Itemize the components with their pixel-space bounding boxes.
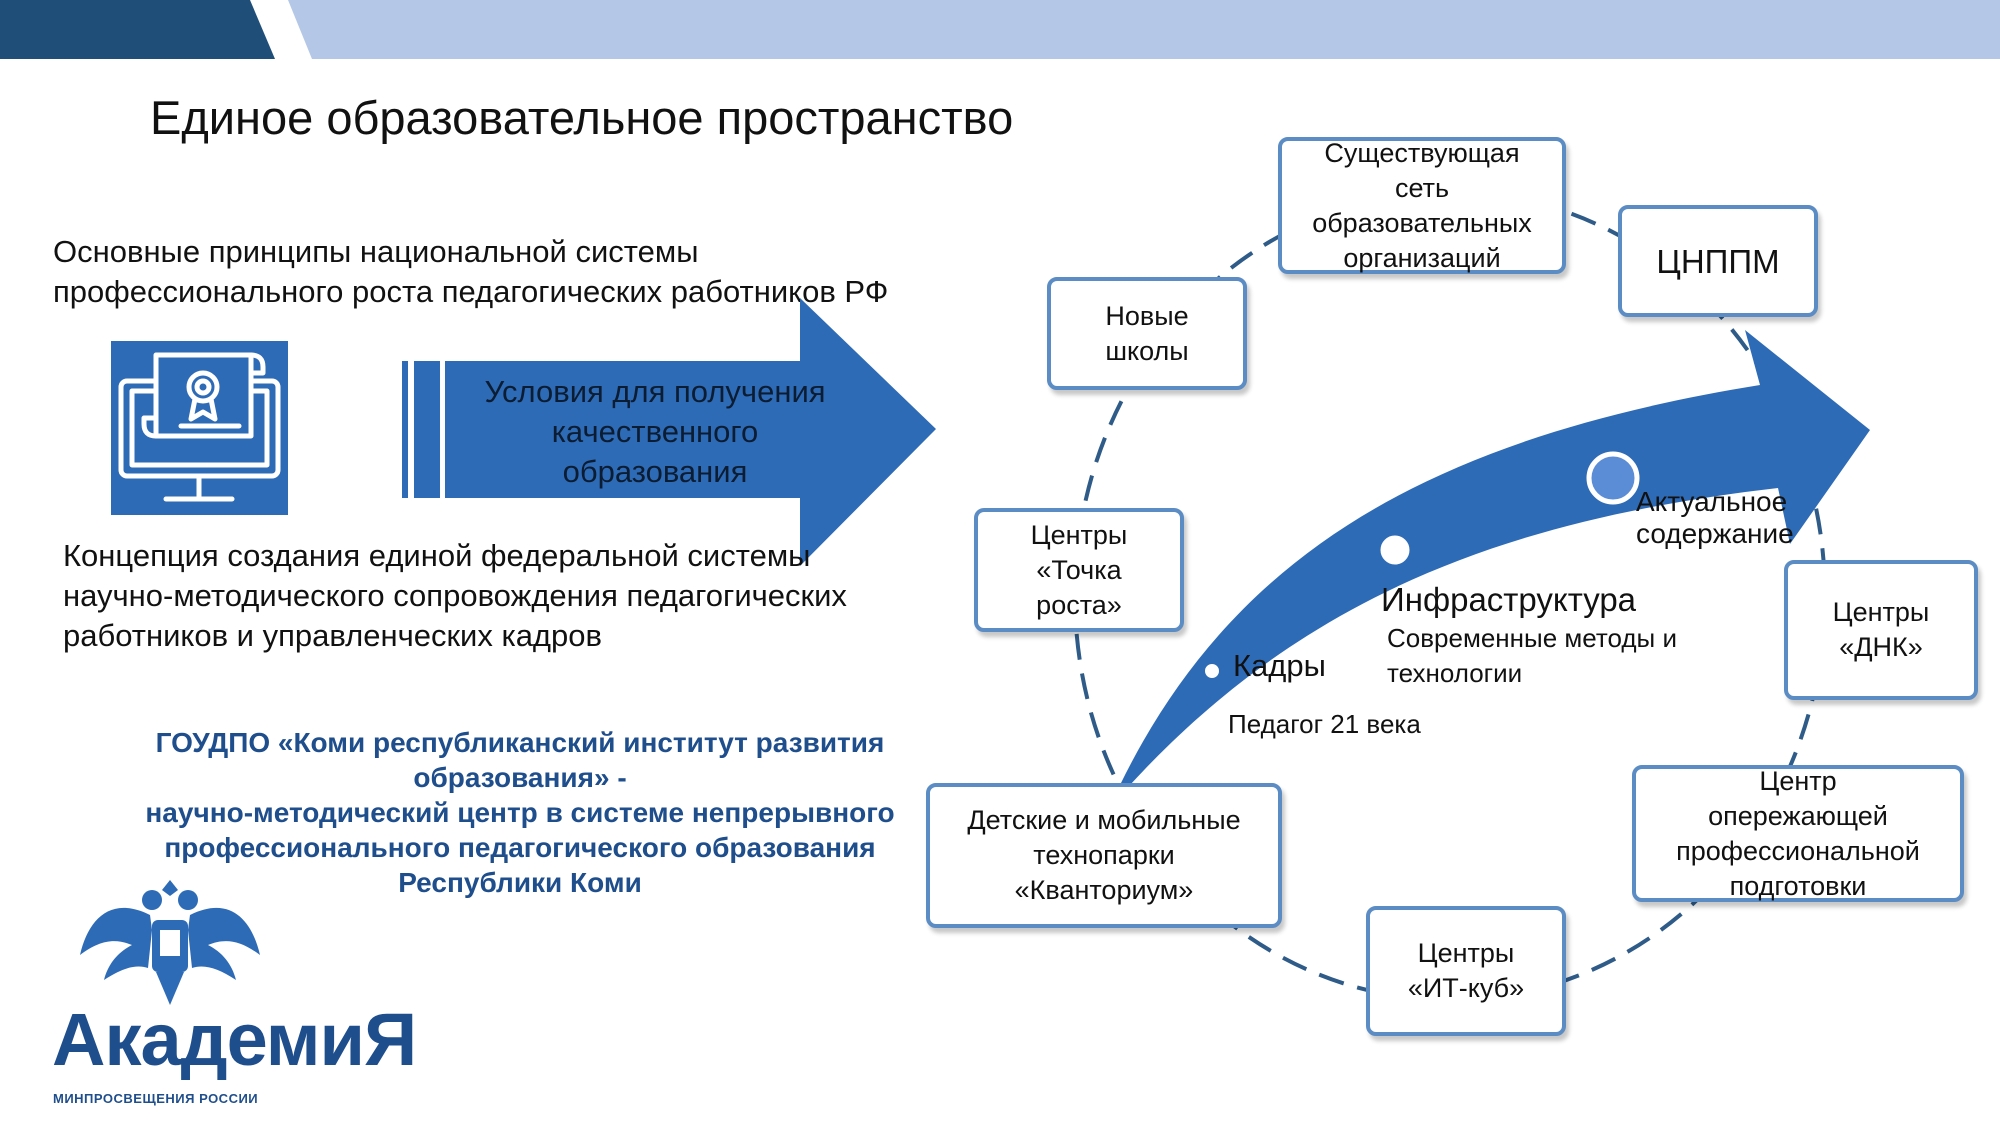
academy-logo-subtitle: МИНПРОСВЕЩЕНИЯ РОССИИ bbox=[53, 1091, 259, 1106]
page-title: Единое образовательное пространство bbox=[150, 91, 1014, 144]
curve-marker-small bbox=[1201, 660, 1223, 682]
curve-marker-medium bbox=[1375, 530, 1415, 570]
academy-logo-text: АкадемиЯ bbox=[52, 998, 417, 1081]
header-band-light bbox=[288, 0, 2000, 59]
eagle-emblem-icon bbox=[70, 860, 270, 1010]
curve-marker-large bbox=[1586, 451, 1640, 505]
box-new-schools: Новые школы bbox=[1047, 277, 1247, 390]
conditions-arrow bbox=[402, 298, 936, 566]
label-staff-sub: Педагог 21 века bbox=[1228, 709, 1421, 739]
box-cnppm: ЦНППМ bbox=[1618, 205, 1818, 317]
organization-line-2: научно-методический центр в системе непр… bbox=[145, 797, 895, 898]
box-kvantorium: Детские и мобильные технопарки «Квантори… bbox=[926, 783, 1282, 928]
label-content: Актуальное содержание bbox=[1636, 486, 1794, 549]
label-infrastructure: Инфраструктура bbox=[1381, 581, 1637, 618]
box-existing-network: Существующая сеть образовательных органи… bbox=[1278, 137, 1566, 274]
label-staff: Кадры bbox=[1233, 648, 1326, 683]
header-band-dark bbox=[0, 0, 275, 59]
box-dnk: Центры «ДНК» bbox=[1784, 560, 1978, 700]
conditions-arrow-label: Условия для получения качественного обра… bbox=[484, 374, 826, 489]
certificate-monitor-icon bbox=[111, 341, 288, 515]
principles-text: Основные принципы национальной системы п… bbox=[53, 234, 889, 309]
concept-text: Концепция создания единой федеральной си… bbox=[63, 538, 847, 653]
organization-line-1: ГОУДПО «Коми республиканский институт ра… bbox=[155, 727, 885, 793]
growth-curve-arrow bbox=[1120, 330, 1870, 785]
box-it-cube: Центры «ИТ-куб» bbox=[1366, 906, 1566, 1036]
label-infrastructure-sub: Современные методы и технологии bbox=[1387, 623, 1677, 688]
box-advanced-training: Центр опережающей профессиональной подго… bbox=[1632, 765, 1964, 902]
organization-description: ГОУДПО «Коми республиканский институт ра… bbox=[100, 725, 940, 900]
box-growth-point: Центры «Точка роста» bbox=[974, 508, 1184, 632]
